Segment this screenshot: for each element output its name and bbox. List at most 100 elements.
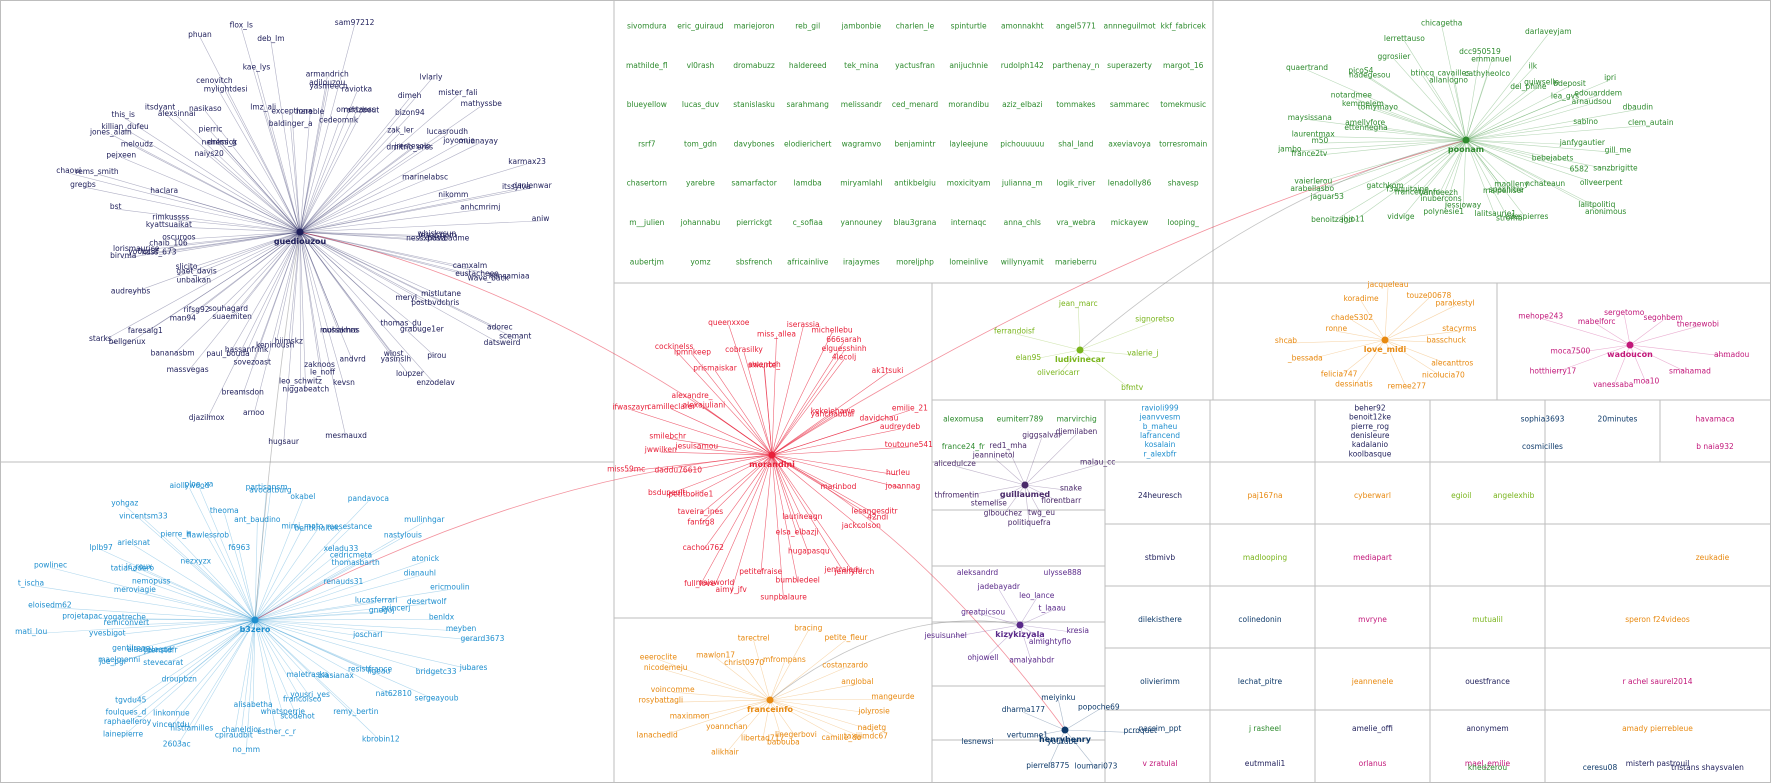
edge: [299, 143, 479, 233]
isolate-label: yactusfran: [895, 61, 935, 70]
edge: [1079, 321, 1155, 351]
isolate-label: lomeinlive: [949, 257, 988, 266]
node-label: muanayay: [458, 137, 498, 146]
node-label: foulques_d: [106, 708, 147, 717]
node-label: bananasbm: [151, 348, 195, 357]
node-label: vertumne1: [1007, 730, 1049, 739]
node-label: cpiraudbit: [215, 730, 253, 739]
node-label: nicodemeju: [644, 663, 688, 672]
node-label: zaknoos: [304, 360, 335, 369]
hub-node: [766, 696, 774, 704]
edge: [1465, 68, 1534, 141]
edge: [262, 109, 301, 233]
edge: [96, 173, 301, 233]
edge: [1400, 139, 1467, 220]
node-label: popoche69: [1078, 703, 1120, 712]
node-label: smilebchr: [649, 431, 687, 440]
edge: [672, 691, 771, 701]
node-label: winst: [384, 349, 404, 358]
node-label: sam97212: [335, 18, 375, 27]
node-label: ifwaszayn: [612, 403, 649, 412]
node-label: jaguar53: [1310, 192, 1345, 201]
node-label: joaannag: [885, 482, 921, 491]
edge: [1362, 105, 1467, 141]
edge: [82, 186, 301, 233]
node-label: cenovitch: [196, 76, 233, 85]
edge: [982, 624, 1021, 661]
isolate-label: haldereed: [789, 61, 827, 70]
edge: [1360, 300, 1386, 341]
hub-node: [251, 616, 259, 624]
edge: [1465, 103, 1592, 141]
edge: [254, 530, 318, 621]
isolate-label: koolbasque: [1349, 449, 1392, 458]
edge: [288, 231, 301, 344]
edge: [240, 27, 301, 233]
isolate-label: shal_land: [1058, 139, 1094, 148]
isolate-label: willynyamit: [1001, 257, 1044, 266]
node-label: meiyinku: [1041, 693, 1075, 702]
edge: [1448, 82, 1467, 141]
node-label: jentraledu: [823, 565, 863, 574]
node-label: mimi_mato: [281, 521, 323, 530]
edge: [299, 231, 353, 362]
node-label: lmz_ali: [250, 102, 276, 111]
edge: [673, 348, 773, 456]
node-label: alicedulcze: [934, 459, 976, 468]
edge: [193, 231, 301, 283]
node-label: yousri_yes: [290, 690, 330, 699]
isolate-label: blau3grana: [894, 218, 937, 227]
edge: [689, 699, 771, 719]
isolate-label: julianna_m: [1001, 179, 1043, 188]
node-label: christ0970: [724, 658, 764, 667]
edge: [1422, 75, 1467, 141]
node-label: felicia747: [1321, 370, 1358, 379]
edge: [1465, 139, 1546, 187]
edge: [136, 231, 301, 252]
edge: [1024, 484, 1042, 516]
edge: [1465, 33, 1549, 141]
node-label: scemant: [499, 331, 531, 340]
node-label: bracing: [794, 624, 822, 633]
edge: [254, 550, 342, 621]
node-label: audreyhbs: [111, 286, 151, 295]
node-label: pandavoca: [348, 494, 389, 503]
node-label: florentbarr: [1041, 496, 1082, 505]
node-label: notardmee: [1331, 90, 1373, 99]
edge: [299, 97, 410, 233]
node-label: massvegas: [167, 365, 209, 374]
node-label: allanlogno: [1429, 76, 1468, 85]
node-label: datsweird: [484, 338, 521, 347]
edge: [1629, 319, 1664, 346]
node-label: ipri: [1604, 73, 1616, 82]
edge: [1465, 139, 1616, 171]
isolate-label: spinturtle: [951, 22, 987, 31]
edge: [1438, 139, 1467, 196]
isolate-label: africainlive: [787, 257, 829, 266]
node-label: elaaceleque: [127, 645, 173, 654]
node-label: toutoune541: [885, 440, 933, 449]
node-label: tatianadero: [111, 563, 155, 572]
node-label: grabuge1er: [400, 325, 445, 334]
edge: [256, 69, 301, 233]
node-label: jc_roux: [125, 562, 153, 571]
isolate-label: stanislasku: [733, 100, 775, 109]
node-label: ericmoulin: [430, 582, 470, 591]
isolate-label: v zratulal: [1143, 759, 1178, 768]
edge: [126, 619, 256, 626]
isolate-label: vl0rash: [687, 61, 715, 70]
isolate-label: chasertorn: [627, 179, 668, 188]
isolate-label: axeviavoya: [1108, 139, 1151, 148]
edge: [254, 557, 352, 621]
edge: [993, 457, 1026, 486]
edge: [1319, 139, 1467, 144]
edge: [254, 583, 344, 621]
edge: [151, 583, 256, 621]
edge: [299, 231, 394, 357]
edge: [254, 609, 397, 621]
edge: [125, 619, 256, 715]
node-label: killian_dufeu: [101, 122, 149, 131]
isolate-label: sammarec: [1110, 100, 1149, 109]
edge: [1079, 349, 1133, 391]
edge: [299, 142, 460, 233]
